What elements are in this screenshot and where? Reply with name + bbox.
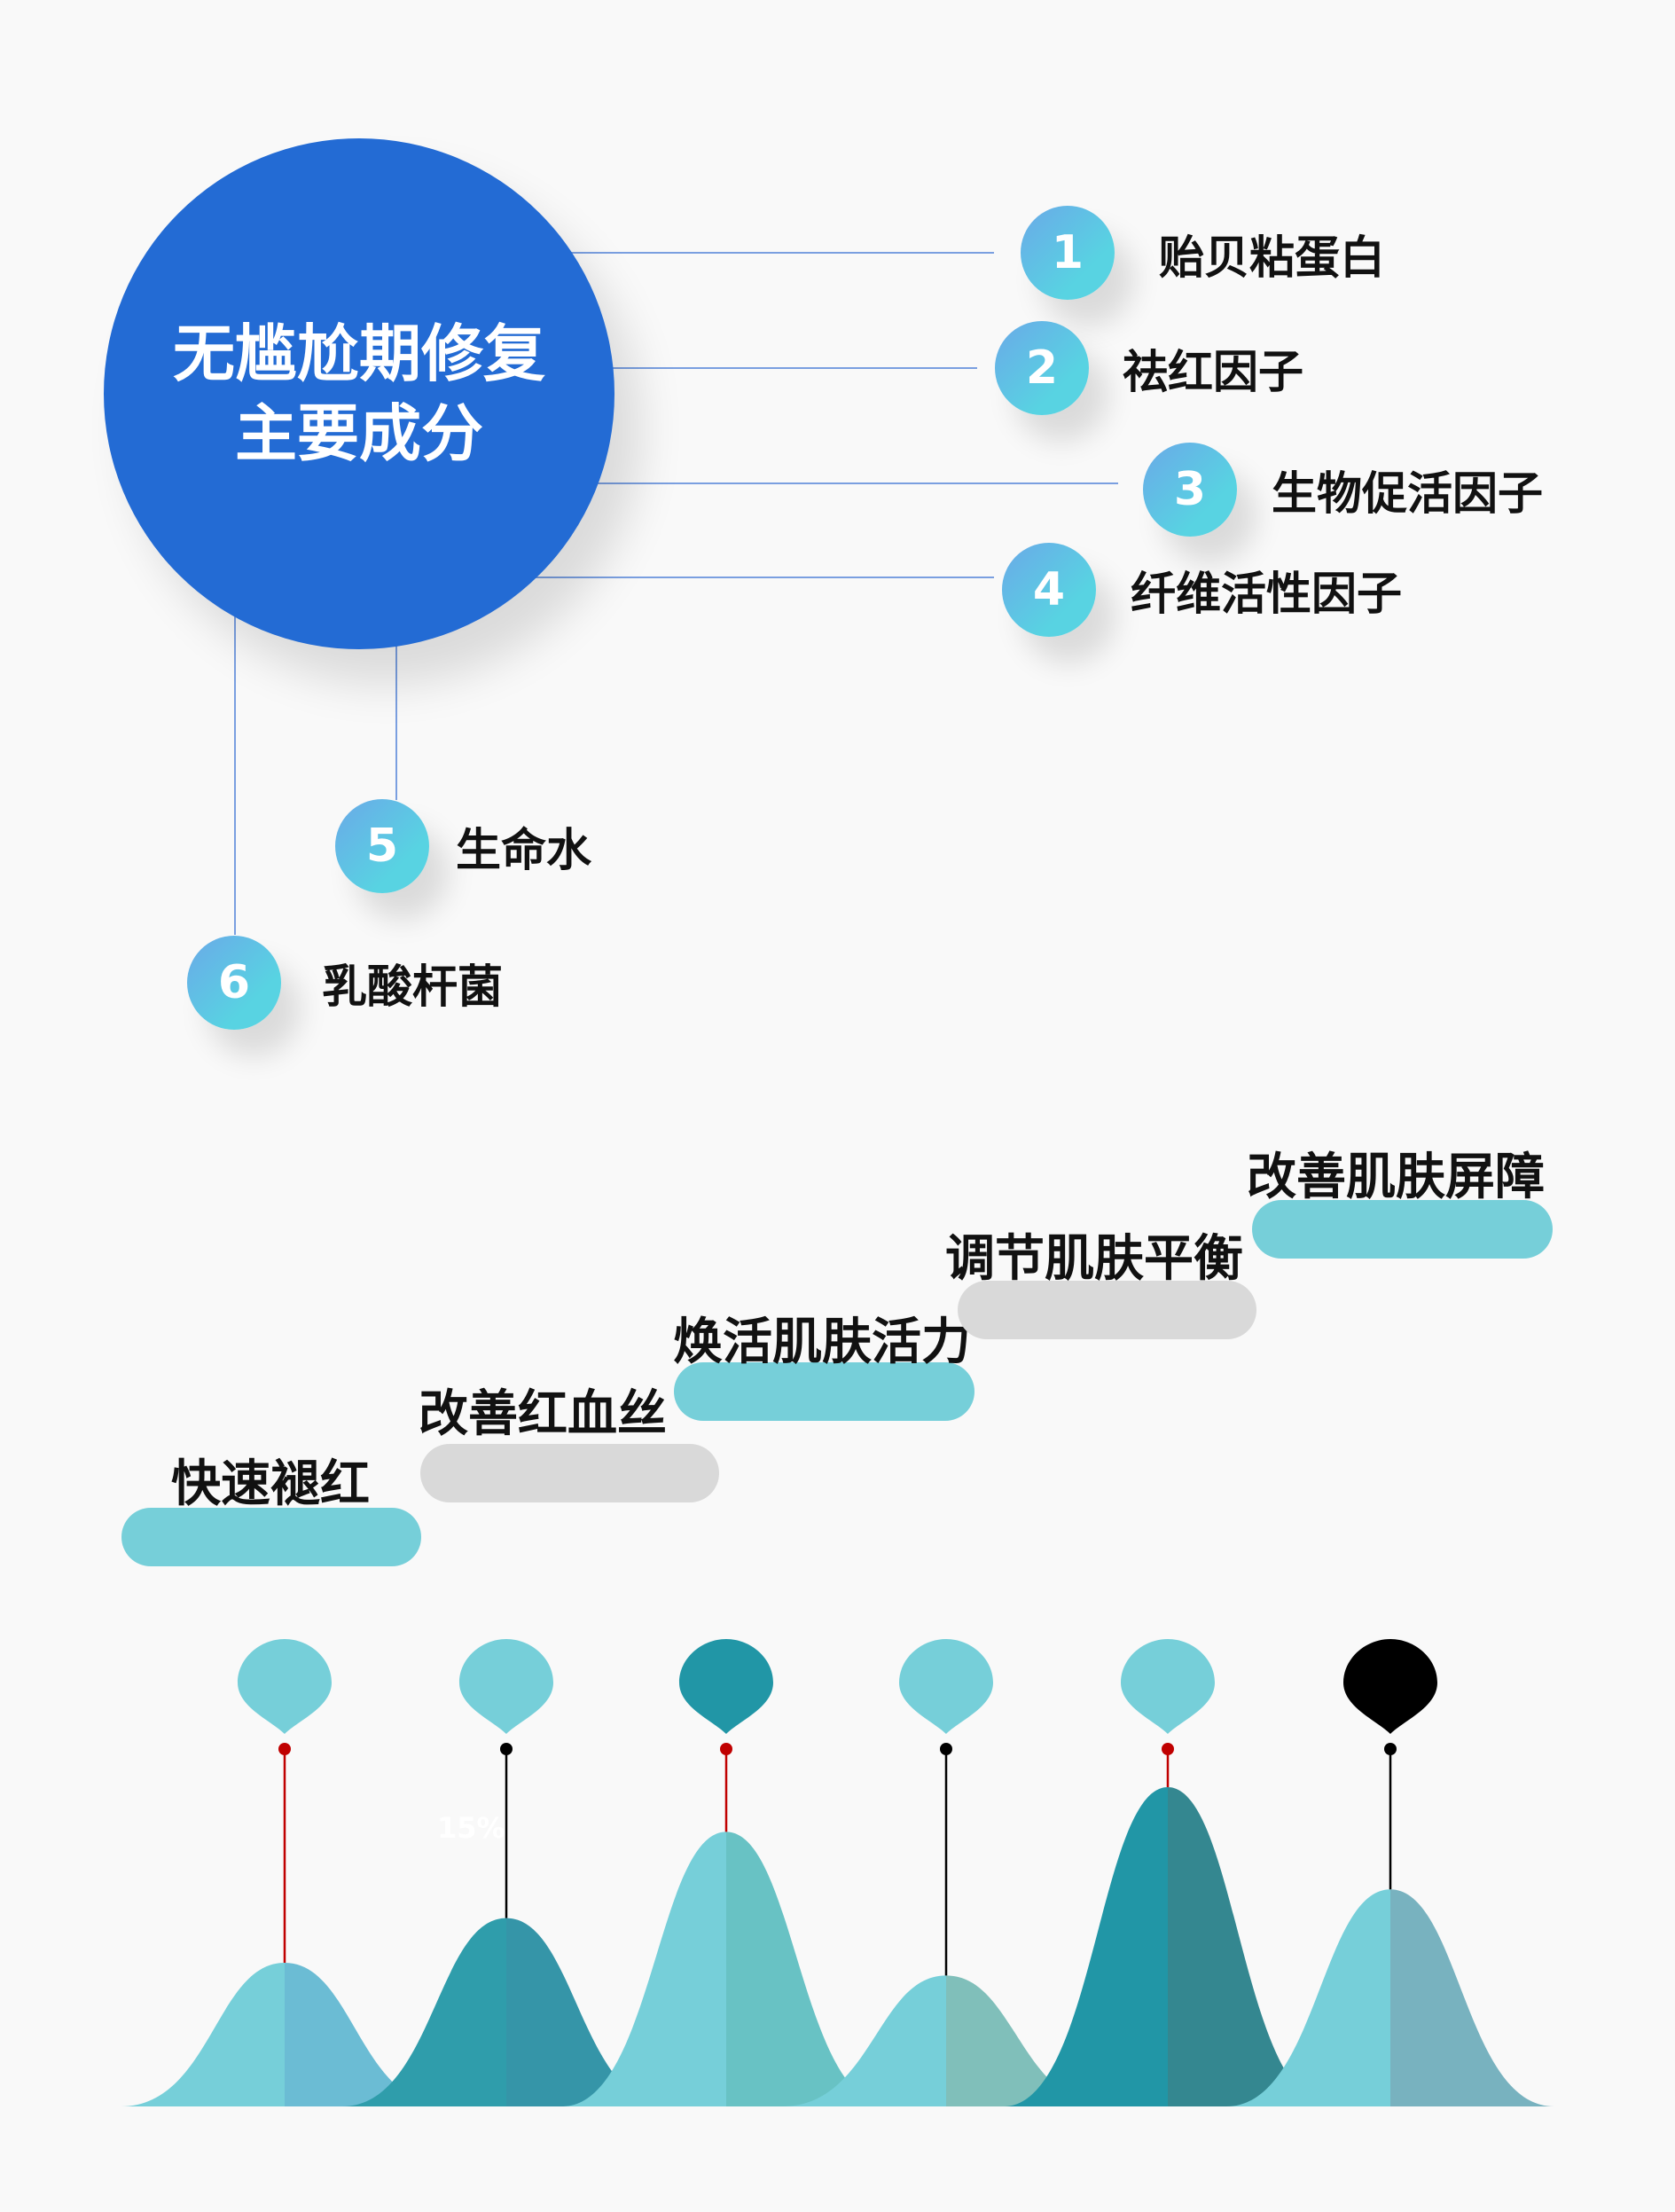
peak-right-4 [946, 1975, 1110, 2106]
ingredient-label-4: 纤维活性因子 [1131, 569, 1403, 621]
step-bar-3 [674, 1362, 974, 1421]
connector-line-4 [443, 577, 994, 578]
connector-line-1 [443, 252, 994, 254]
step-label-5: 改善肌肤屏障 [1247, 1149, 1545, 1206]
peak-left-4 [782, 1975, 946, 2106]
peak-right-6 [1390, 1889, 1554, 2106]
peak-right-2 [506, 1918, 670, 2106]
pin-dot-4 [940, 1743, 952, 1755]
peak-left-5 [1004, 1787, 1168, 2106]
peak-left-6 [1226, 1889, 1390, 2106]
ingredient-label-1: 贻贝粘蛋白 [1159, 232, 1386, 285]
step-bar-5 [1252, 1200, 1553, 1259]
ingredient-badge-6: 6 [187, 936, 281, 1030]
pin-marker-icon-1 [238, 1639, 332, 1734]
peak-left-2 [342, 1918, 506, 2106]
ingredient-label-3: 生物促活因子 [1272, 468, 1544, 521]
hub-title-line1: 无尴尬期修复 [173, 318, 545, 390]
pin-dot-1 [278, 1743, 291, 1755]
ingredient-badge-3: 3 [1143, 443, 1237, 537]
hub-circle: 无尴尬期修复 主要成分 [104, 138, 614, 649]
hidden-percent-label: 15% [437, 1811, 505, 1845]
pin-dot-6 [1384, 1743, 1397, 1755]
pin-dot-3 [720, 1743, 732, 1755]
hub-title-line2: 主要成分 [235, 397, 483, 470]
peak-left-3 [562, 1832, 726, 2106]
step-bar-1 [121, 1508, 421, 1566]
pin-marker-icon-5 [1121, 1639, 1215, 1734]
connector-line-3 [532, 482, 1118, 484]
ingredient-badge-4: 4 [1002, 543, 1096, 637]
pin-dot-2 [500, 1743, 513, 1755]
pin-marker-icon-4 [899, 1639, 993, 1734]
pin-dot-5 [1162, 1743, 1174, 1755]
step-label-4: 调节肌肤平衡 [945, 1230, 1243, 1288]
peak-right-5 [1168, 1787, 1332, 2106]
step-bar-4 [958, 1281, 1256, 1339]
pin-marker-icon-3 [679, 1639, 773, 1734]
peak-left-1 [121, 1963, 285, 2106]
step-label-2: 改善红血丝 [419, 1385, 667, 1443]
ingredient-label-6: 乳酸杆菌 [322, 961, 504, 1014]
connector-line-6 [234, 603, 236, 935]
pin-marker-icon-2 [459, 1639, 553, 1734]
step-label-3: 焕活肌肤活力 [673, 1314, 971, 1371]
connector-line-5 [395, 621, 397, 800]
ingredient-label-2: 祛红因子 [1123, 347, 1304, 399]
peak-right-3 [726, 1832, 890, 2106]
step-label-1: 快速褪红 [171, 1455, 370, 1513]
step-bar-2 [420, 1444, 719, 1502]
ingredient-badge-5: 5 [335, 799, 429, 893]
ingredient-badge-2: 2 [995, 321, 1089, 415]
peak-right-1 [285, 1963, 449, 2106]
ingredient-badge-1: 1 [1021, 206, 1115, 300]
connector-line-2 [532, 367, 977, 369]
pin-marker-icon-6 [1343, 1639, 1437, 1734]
ingredient-label-5: 生命水 [456, 825, 592, 877]
